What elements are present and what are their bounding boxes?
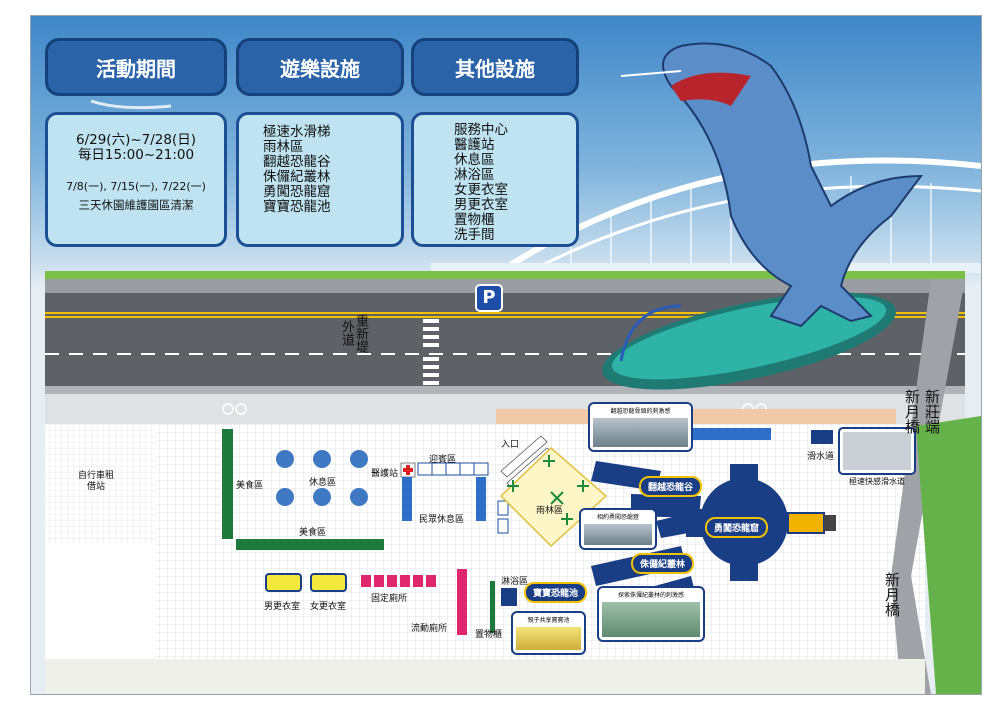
other-facility-item: 服務中心 <box>454 122 508 138</box>
bike-rental-label: 自行車租借站 <box>77 471 114 492</box>
mens-locker-label: 男更衣室 <box>264 602 301 612</box>
period-closed-note: 三天休園維護園區清潔 <box>78 198 194 212</box>
play-facility-item: 翻越恐龍谷 <box>263 154 331 170</box>
period-dates: 6/29(六)~7/28(日) <box>75 132 196 148</box>
other-facility-item: 男更衣室 <box>454 197 508 213</box>
water-slide-thumb-label: 極速快感滑水道 <box>849 477 905 486</box>
park-map <box>45 42 981 694</box>
baby-pool-pill: 寶寶恐龍池 <box>524 582 588 603</box>
food-area-left-label: 美食區 <box>236 481 264 491</box>
thumb-dino-cave: 相約勇闖恐龍窟 <box>579 508 657 550</box>
food-area-bottom-label: 美食區 <box>299 528 327 538</box>
header-other-facilities: 其他設施 <box>411 38 579 96</box>
thumb-baby-pool: 親子共享寶寶池 <box>511 611 586 655</box>
womens-locker-label: 女更衣室 <box>310 602 347 612</box>
thumb-dino-valley-caption: 翻越恐龍骨頭的刺激感 <box>610 408 671 415</box>
rainforest-label: 雨林區 <box>536 506 564 516</box>
storage-lockers-label: 置物櫃 <box>475 630 503 640</box>
thumb-dino-valley: 翻越恐龍骨頭的刺激感 <box>588 402 693 452</box>
other-facility-item: 女更衣室 <box>454 182 508 198</box>
mobile-toilet-label: 流動廁所 <box>411 624 448 634</box>
other-facility-item: 洗手間 <box>454 227 495 243</box>
road-name: 重新堤外道 <box>339 313 368 353</box>
parking-icon: P <box>475 284 503 312</box>
period-closed-days: 7/8(一), 7/15(一), 7/22(一) <box>66 180 206 193</box>
play-facility-item: 雨林區 <box>263 139 304 155</box>
play-facility-item: 勇闖恐龍窟 <box>263 184 331 200</box>
thumb-jurassic-jungle-caption: 探索侏儸紀叢林的刺激感 <box>617 592 684 599</box>
rest-area-label: 休息區 <box>309 478 337 488</box>
xinyue-bridge-top-label: 新月橋 <box>903 388 921 434</box>
other-facility-item: 淋浴區 <box>454 167 495 183</box>
play-facilities-box: 極速水滑梯雨林區翻越恐龍谷侏儸紀叢林勇闖恐龍窟寶寶恐龍池 <box>236 112 404 247</box>
dino-valley-pill: 翻越恐龍谷 <box>639 476 703 497</box>
period-box: 6/29(六)~7/28(日) 每日15:00~21:00 7/8(一), 7/… <box>45 112 227 247</box>
other-facility-item: 休息區 <box>454 152 495 168</box>
dino-cave-pill: 勇闖恐龍窟 <box>705 517 769 538</box>
header-activity-period: 活動期間 <box>45 38 227 96</box>
thumb-baby-pool-caption: 親子共享寶寶池 <box>527 617 570 624</box>
public-rest-area-label: 民眾休息區 <box>419 515 465 525</box>
play-facility-item: 極速水滑梯 <box>263 124 331 140</box>
xinyue-bridge-bottom-label: 新月橋 <box>883 571 901 617</box>
play-facility-item: 侏儸紀叢林 <box>263 169 331 185</box>
thumb-jurassic-jungle: 探索侏儸紀叢林的刺激感 <box>597 586 705 642</box>
water-slide-label: 滑水道 <box>807 452 835 462</box>
shower-area-label: 淋浴區 <box>501 577 529 587</box>
welcome-area-label: 迎賓區 <box>429 455 457 465</box>
header-play-facilities: 遊樂設施 <box>236 38 404 96</box>
entrance-label: 入口 <box>501 440 520 450</box>
medical-station-label: 醫護站 <box>371 469 399 479</box>
other-facility-item: 醫護站 <box>454 137 495 153</box>
period-hours: 每日15:00~21:00 <box>77 147 195 163</box>
jurassic-jungle-pill: 侏儸紀叢林 <box>631 553 695 574</box>
thumb-dino-cave-caption: 相約勇闖恐龍窟 <box>596 514 639 521</box>
other-facilities-box: 服務中心醫護站休息區淋浴區女更衣室男更衣室置物櫃洗手間 <box>411 112 579 247</box>
xinzhuang-end-label: 新莊端 <box>923 388 941 434</box>
t-rex-illustration <box>602 42 924 390</box>
play-facility-item: 寶寶恐龍池 <box>263 199 331 215</box>
other-facility-item: 置物櫃 <box>454 212 495 228</box>
map-frame: 活動期間 遊樂設施 其他設施 6/29(六)~7/28(日) 每日15:00~2… <box>30 15 982 695</box>
fixed-toilet-label: 固定廁所 <box>371 594 408 604</box>
